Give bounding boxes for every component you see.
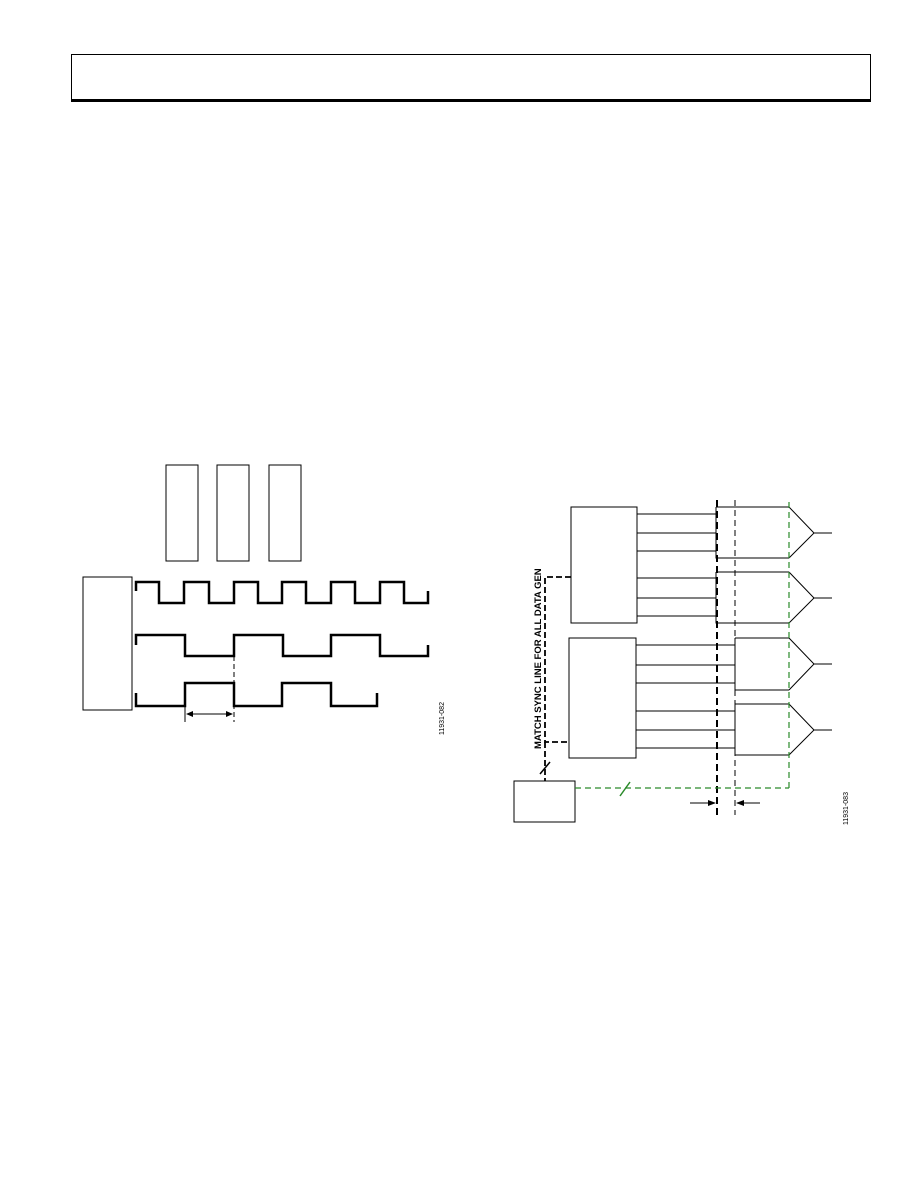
label-box-2 — [216, 464, 250, 562]
figure-id-left: 11931-082 — [439, 702, 446, 735]
source-block — [82, 576, 133, 711]
data-lines-gen1 — [637, 513, 716, 617]
sync-bus-slash — [539, 761, 551, 775]
skew-arrow-left-head — [708, 800, 716, 806]
label-box-1 — [165, 464, 199, 562]
sync-line-label: MATCH SYNC LINE FOR ALL DATA GEN — [533, 568, 544, 749]
skew-arrow-right — [226, 711, 233, 717]
skew-arrow-left — [186, 711, 193, 717]
green-bus-slash — [619, 781, 631, 797]
figure-id-right: 11931-083 — [843, 792, 850, 825]
clock-waveform-fast — [134, 580, 430, 605]
timing-figure: 11931-082 — [82, 464, 446, 735]
skew-arrow-right-head — [736, 800, 744, 806]
clock-waveform-medium — [134, 633, 430, 658]
sync-figure: MATCH SYNC LINE FOR ALL DATA GEN 11931-0… — [513, 500, 850, 825]
data-generator-2 — [568, 637, 637, 759]
data-generator-1 — [570, 506, 638, 624]
page-header-box — [71, 54, 871, 102]
receiver-brackets — [715, 506, 789, 756]
receiver-inputs — [788, 506, 832, 756]
label-box-3 — [268, 464, 302, 562]
data-lines-gen2 — [636, 644, 735, 749]
clock-waveform-slow — [134, 681, 379, 708]
match-sync-line — [544, 576, 571, 743]
sync-source-block — [513, 780, 576, 823]
